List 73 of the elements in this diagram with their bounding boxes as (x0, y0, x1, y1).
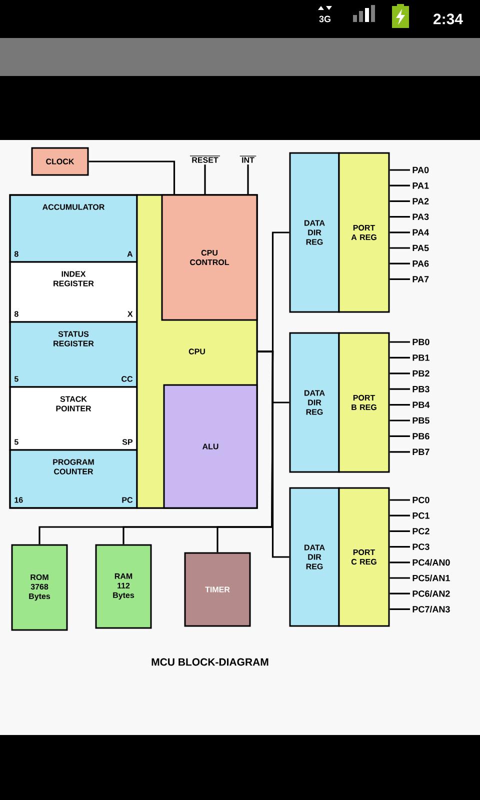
pin-label: PC4/AN0 (412, 559, 450, 566)
register-box: DATA DIR REG (289, 487, 340, 627)
signal-label: RESET (190, 156, 220, 163)
connector-line (390, 451, 410, 453)
register-box: PORT B REG (338, 332, 390, 473)
register-box: PROGRAM COUNTER 16 PC (9, 449, 138, 509)
connector-line (390, 169, 410, 171)
pin-label: PA1 (412, 182, 429, 189)
signal-label: INT (240, 156, 256, 163)
pin-label: PA3 (412, 214, 429, 220)
pin-label: PB0 (412, 338, 430, 346)
pin-label: PC6/AN2 (412, 590, 450, 597)
pin-label: PB3 (412, 386, 430, 392)
pin-label: PC3 (412, 544, 430, 550)
alu-box: ALU (163, 384, 258, 509)
connector-line (390, 546, 410, 548)
connector-line (390, 388, 410, 390)
connector-line (247, 164, 249, 194)
pin-label: PB1 (412, 354, 430, 361)
connector-line (390, 216, 410, 218)
connector-line (390, 356, 410, 358)
register-box: PORT A REG (338, 152, 390, 313)
memory-box: ROM 3768 Bytes (11, 544, 68, 631)
pin-label: PA7 (412, 276, 429, 282)
connector-line (390, 278, 410, 280)
connector-line (390, 592, 410, 594)
pin-label: PC2 (412, 528, 430, 534)
register-box: PORT C REG (338, 487, 390, 627)
pin-label: PC1 (412, 512, 430, 519)
memory-box: RAM 112 Bytes (95, 544, 152, 629)
pin-label: PA4 (412, 229, 429, 236)
control-box: CPU CONTROL (161, 194, 258, 321)
pin-label: PC5/AN1 (412, 574, 450, 582)
pin-label: PA0 (412, 166, 429, 174)
connector-line (390, 232, 410, 234)
connector-line (390, 341, 410, 343)
connector-line (390, 404, 410, 406)
connector-line (88, 160, 176, 194)
connector-line (216, 350, 274, 552)
connector-line (390, 562, 410, 564)
connector-line (390, 577, 410, 579)
register-box: STACK POINTER 5 SP (9, 386, 138, 451)
pin-label: PA2 (412, 198, 429, 204)
connector-line (204, 164, 206, 194)
pin-label: PA5 (412, 244, 429, 252)
register-box: DATA DIR REG (289, 332, 340, 473)
pin-label: PB7 (412, 448, 430, 455)
connector-line (390, 435, 410, 437)
clock-box: CLOCK (31, 147, 89, 176)
connector-line (390, 499, 410, 501)
connector-line (390, 420, 410, 422)
pin-label: PB5 (412, 417, 430, 424)
connector-line (390, 372, 410, 374)
pin-label: PB4 (412, 402, 430, 408)
clock-time: 2:34 (434, 14, 463, 24)
connector-line (390, 184, 410, 186)
pin-label: PA6 (412, 260, 429, 267)
connector-line (390, 247, 410, 249)
pin-label: PB2 (412, 370, 430, 377)
connector-line (390, 530, 410, 532)
register-box: ACCUMULATOR 8 A (9, 194, 138, 263)
pin-label: PC0 (412, 496, 430, 504)
connector-line (390, 262, 410, 264)
register-box: INDEX REGISTER 8 X (9, 261, 138, 323)
diagram-title: MCU BLOCK-DIAGRAM (152, 658, 268, 666)
connector-line (390, 200, 410, 202)
timer-box: TIMER (184, 552, 251, 627)
register-box: DATA DIR REG (289, 152, 340, 313)
pin-label: PB6 (412, 433, 430, 440)
connector-line (390, 514, 410, 516)
connector-line (390, 608, 410, 610)
register-box: STATUS REGISTER 5 CC (9, 321, 138, 388)
pin-label: PC7/AN3 (412, 606, 450, 613)
